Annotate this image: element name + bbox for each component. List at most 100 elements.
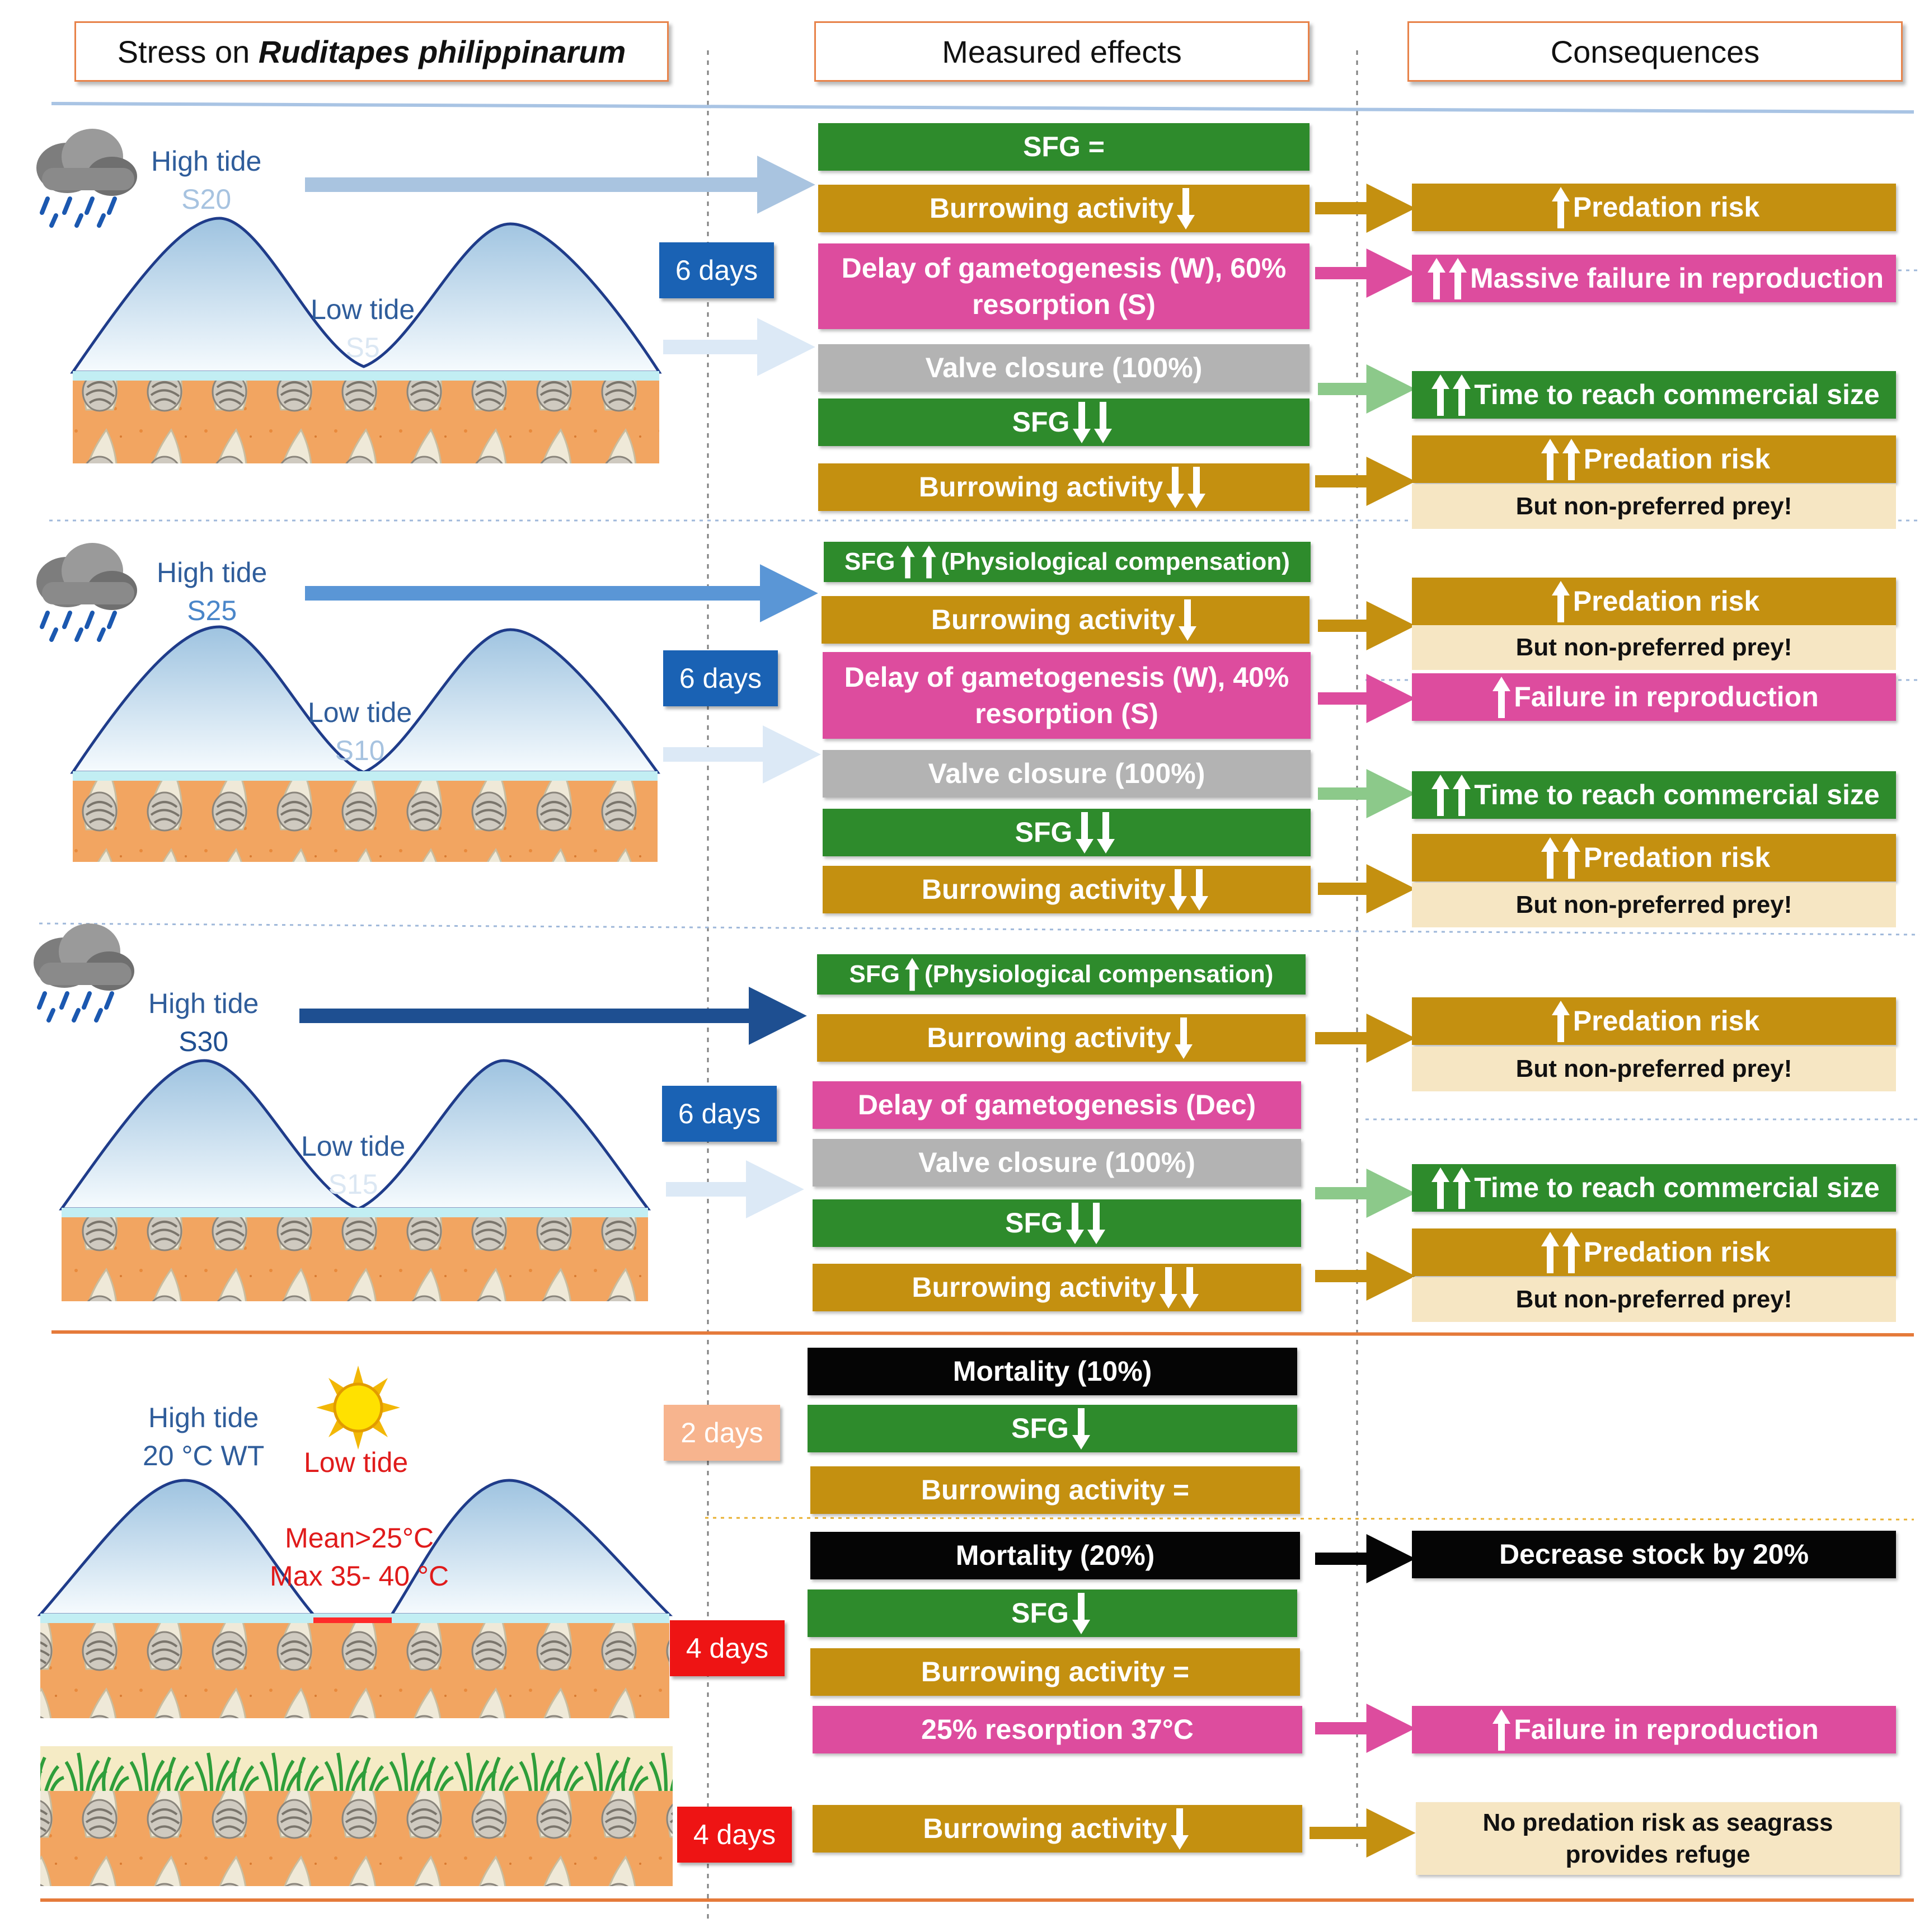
effect-s1-burrowing: Burrowing activity bbox=[818, 185, 1310, 232]
rain-cloud-icon-1 bbox=[36, 129, 137, 228]
arrow-up-icon bbox=[1492, 676, 1511, 718]
cons-s3-nonpreferred: But non-preferred prey! bbox=[1412, 1047, 1896, 1091]
arrow-down-icon bbox=[1094, 401, 1113, 443]
cons-s3-predation: Predation risk bbox=[1412, 997, 1896, 1045]
seagrass-bed bbox=[40, 1746, 673, 1886]
arrow-up-icon bbox=[1541, 1231, 1559, 1273]
effect-s3-sfg-2: SFG bbox=[813, 1199, 1301, 1247]
arrow-up-icon bbox=[1453, 1167, 1471, 1209]
arrow-up-icon bbox=[1541, 837, 1559, 879]
header-consequences: Consequences bbox=[1407, 21, 1903, 82]
effect-s2-gametogenesis: Delay of gametogenesis (W), 40% resorpti… bbox=[823, 652, 1311, 739]
effect-s3-sfg: SFG(Physiological compensation) bbox=[817, 954, 1306, 995]
effect-s2-sfg-2: SFG bbox=[823, 809, 1311, 856]
effect-heat-burrowing-a: Burrowing activity = bbox=[810, 1466, 1300, 1514]
effect-s3-gametogenesis: Delay of gametogenesis (Dec) bbox=[813, 1081, 1301, 1129]
arrow-up-icon bbox=[1551, 580, 1570, 622]
effect-s2-valve-closure: Valve closure (100%) bbox=[823, 750, 1311, 798]
arrow-up-icon bbox=[900, 545, 915, 579]
arrow-up-icon bbox=[905, 958, 919, 991]
arrow-down-icon bbox=[1097, 812, 1115, 854]
cons-s1-predation: Predation risk bbox=[1412, 184, 1896, 231]
effect-s1-gametogenesis: Delay of gametogenesis (W), 60% resorpti… bbox=[818, 243, 1310, 329]
arrow-down-icon bbox=[1073, 401, 1091, 443]
column-dividers bbox=[707, 50, 1358, 1920]
effect-heat-mortality-10: Mortality (10%) bbox=[808, 1348, 1297, 1395]
cons-s1-predation-2: Predation risk bbox=[1412, 435, 1896, 483]
days-badge-heat-4a: 4 days bbox=[670, 1620, 785, 1676]
tide-wave-3 bbox=[59, 1059, 651, 1301]
arrow-down-icon bbox=[1087, 1202, 1105, 1244]
arrow-up-icon bbox=[1432, 374, 1450, 416]
arrow-up-icon bbox=[1453, 374, 1471, 416]
arrow-down-icon bbox=[1190, 869, 1209, 911]
tide-wave-heat bbox=[37, 1479, 673, 1718]
effect-heat-sfg-a: SFG bbox=[808, 1405, 1297, 1452]
tide-wave-2 bbox=[70, 625, 660, 862]
arrow-up-icon bbox=[1562, 438, 1580, 480]
effect-s2-sfg: SFG(Physiological compensation) bbox=[824, 542, 1311, 582]
effect-s3-burrowing-2: Burrowing activity bbox=[813, 1264, 1301, 1311]
header-stress-species: Ruditapes philippinarum bbox=[258, 34, 626, 69]
effect-heat-sfg-b: SFG bbox=[808, 1589, 1297, 1637]
sun-icon bbox=[316, 1366, 400, 1450]
cons-s1-massive-failure: Massive failure in reproduction bbox=[1412, 255, 1896, 302]
cons-s1-time-commercial: Time to reach commercial size bbox=[1412, 371, 1896, 419]
arrow-up-icon bbox=[1541, 438, 1559, 480]
arrow-down-icon bbox=[1169, 869, 1188, 911]
effect-heat-resorption: 25% resorption 37°C bbox=[813, 1706, 1302, 1753]
effect-heat-burrowing-b: Burrowing activity = bbox=[810, 1648, 1300, 1696]
header-measured-effects: Measured effects bbox=[814, 21, 1310, 82]
rain-cloud-icon-2 bbox=[36, 543, 137, 642]
stress-arrows bbox=[299, 156, 821, 1218]
arrow-up-icon bbox=[1492, 1709, 1511, 1751]
arrow-up-icon bbox=[1427, 257, 1445, 299]
arrow-up-icon bbox=[1551, 1000, 1570, 1042]
arrow-up-icon bbox=[1562, 1231, 1580, 1273]
arrow-down-icon bbox=[1177, 187, 1195, 229]
arrow-down-icon bbox=[1179, 599, 1197, 641]
arrow-up-icon bbox=[1551, 186, 1570, 228]
cons-s2-failure-reproduction: Failure in reproduction bbox=[1412, 673, 1896, 721]
effect-s1-burrowing-2: Burrowing activity bbox=[818, 463, 1310, 511]
arrow-down-icon bbox=[1076, 812, 1094, 854]
arrow-down-icon bbox=[1166, 466, 1185, 508]
cons-s2-nonpreferred: But non-preferred prey! bbox=[1412, 625, 1896, 670]
effect-s3-burrowing: Burrowing activity bbox=[817, 1014, 1306, 1062]
days-badge-heat-2: 2 days bbox=[664, 1405, 780, 1461]
effect-s3-valve-closure: Valve closure (100%) bbox=[813, 1139, 1301, 1187]
arrow-down-icon bbox=[1174, 1017, 1193, 1059]
arrow-down-icon bbox=[1170, 1808, 1189, 1850]
arrow-down-icon bbox=[1159, 1267, 1177, 1309]
tide-wave-1 bbox=[70, 217, 662, 463]
consequence-arrows bbox=[1310, 184, 1416, 1858]
header-stress-prefix: Stress on bbox=[117, 34, 259, 69]
arrow-down-icon bbox=[1072, 1592, 1090, 1634]
days-badge-1: 6 days bbox=[659, 242, 774, 298]
cons-s1-nonpreferred: But non-preferred prey! bbox=[1412, 484, 1896, 529]
arrow-up-icon bbox=[921, 545, 936, 579]
cons-s3-predation-2: Predation risk bbox=[1412, 1228, 1896, 1276]
cons-heat-refuge: No predation risk as seagrass provides r… bbox=[1416, 1802, 1900, 1875]
cons-heat-decrease-stock: Decrease stock by 20% bbox=[1412, 1531, 1896, 1578]
effect-heat-burrowing-c: Burrowing activity bbox=[813, 1805, 1302, 1853]
arrow-up-icon bbox=[1453, 774, 1471, 816]
cons-heat-failure-reproduction: Failure in reproduction bbox=[1412, 1706, 1896, 1753]
arrow-up-icon bbox=[1448, 257, 1467, 299]
effect-s1-sfg-2: SFG bbox=[818, 398, 1310, 446]
arrow-down-icon bbox=[1066, 1202, 1084, 1244]
effect-s2-burrowing-2: Burrowing activity bbox=[823, 866, 1311, 913]
days-badge-2: 6 days bbox=[663, 650, 778, 706]
arrow-down-icon bbox=[1180, 1267, 1199, 1309]
cons-s3-nonpreferred-2: But non-preferred prey! bbox=[1412, 1277, 1896, 1322]
heat-low-tide: Low tide bbox=[304, 1447, 409, 1478]
days-badge-3: 6 days bbox=[662, 1086, 777, 1142]
